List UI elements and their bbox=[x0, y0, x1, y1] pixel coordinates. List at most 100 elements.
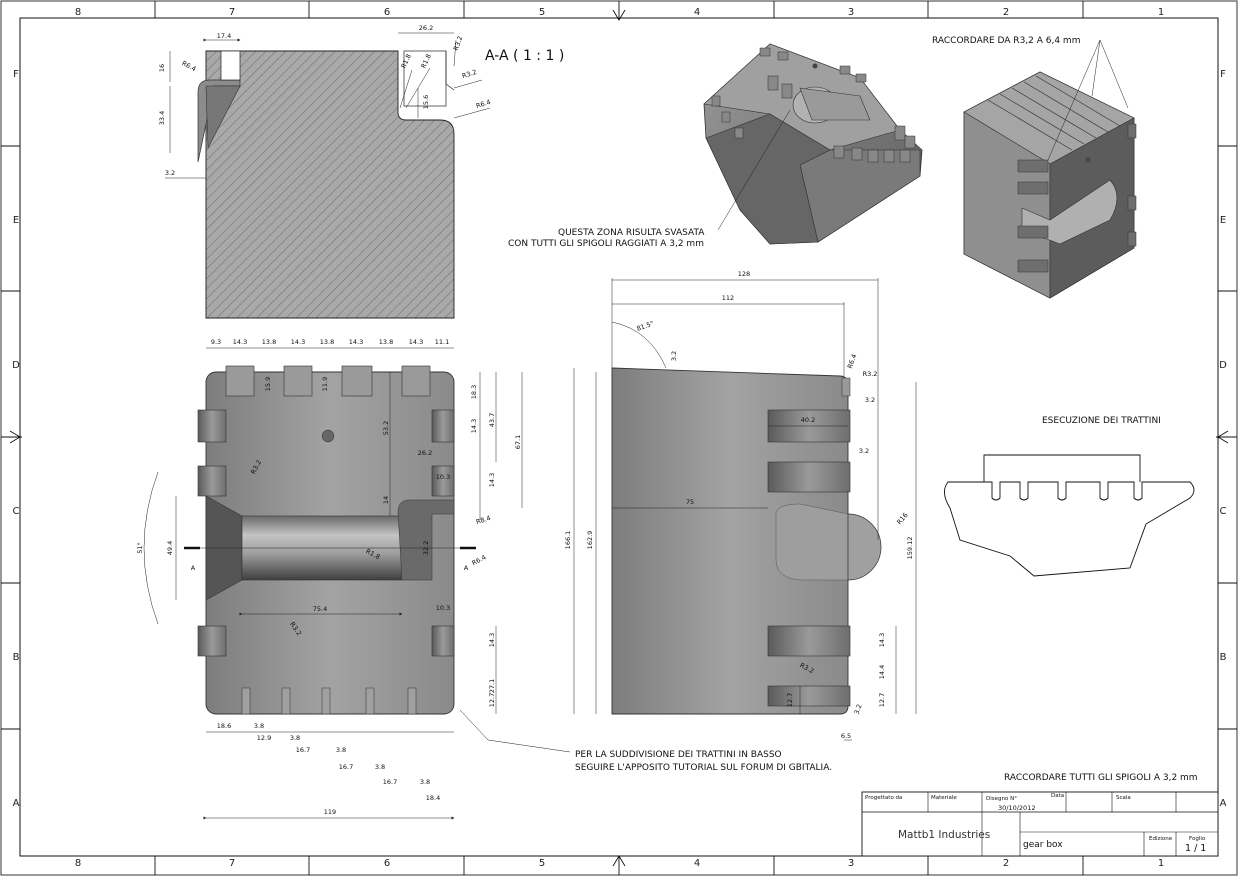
dim-label: 49.4 bbox=[166, 541, 174, 555]
section-view: 17.4 16 R6.4 33.4 3.2 26.2 R1.8 R1.8 R3.… bbox=[158, 24, 564, 319]
dim-label: 10.3 bbox=[436, 473, 450, 481]
dim-label: 14.3 bbox=[470, 419, 478, 433]
dim-label: 13.8 bbox=[379, 338, 393, 346]
dim-label: 27.1 bbox=[488, 679, 496, 693]
dim-label: 13.8 bbox=[320, 338, 334, 346]
materiale-label: Materiale bbox=[931, 795, 957, 801]
dim-label: 119 bbox=[324, 808, 336, 816]
dim-label: 162.9 bbox=[586, 531, 594, 550]
dim-label: R6.4 bbox=[181, 59, 198, 73]
dim-label: 3.2 bbox=[670, 351, 678, 361]
col-label: 1 bbox=[1158, 858, 1164, 869]
dim-label: 12.9 bbox=[257, 734, 271, 742]
dim-label: 9.3 bbox=[211, 338, 221, 346]
row-label: E bbox=[1220, 215, 1226, 226]
dim-label: 159.12 bbox=[906, 537, 914, 560]
dim-label: 18.6 bbox=[217, 722, 231, 730]
dim-label: 16.7 bbox=[296, 746, 310, 754]
dim-label: 14.3 bbox=[878, 633, 886, 647]
dim-label: 3.8 bbox=[420, 778, 430, 786]
col-label: 3 bbox=[848, 7, 854, 18]
row-label: A bbox=[13, 798, 20, 809]
dim-label: 15.9 bbox=[264, 377, 272, 391]
col-label: 1 bbox=[1158, 7, 1164, 18]
dim-label: 18.4 bbox=[426, 794, 440, 802]
iso-view-1 bbox=[703, 43, 923, 245]
dim-label: 16.7 bbox=[383, 778, 397, 786]
part-name: gear box bbox=[1023, 840, 1063, 850]
dim-label: 3.2 bbox=[165, 169, 175, 177]
dim-label: 32.2 bbox=[422, 541, 430, 555]
dim-label: 3.2 bbox=[853, 703, 864, 715]
dim-label: 11.1 bbox=[435, 338, 449, 346]
dim-label: 40.2 bbox=[801, 416, 815, 424]
date-value: 30/10/2012 bbox=[998, 804, 1035, 812]
row-label: D bbox=[1219, 360, 1227, 371]
dim-label: 166.1 bbox=[564, 531, 572, 550]
col-label: 6 bbox=[384, 858, 390, 869]
dim-label: 17.4 bbox=[217, 32, 231, 40]
dim-label: 3.2 bbox=[865, 396, 875, 404]
dim-label: R6.4 bbox=[471, 553, 488, 567]
section-marker: A bbox=[191, 564, 196, 572]
section-title: A-A ( 1 : 1 ) bbox=[485, 48, 564, 64]
side-view: 128 112 81.5° 3.2 R6.4 R3.2 3.2 40.2 3.2… bbox=[564, 270, 917, 741]
dim-label: 3.8 bbox=[290, 734, 300, 742]
trattini-detail: ESECUZIONE DEI TRATTINI bbox=[944, 416, 1195, 577]
row-label: A bbox=[1220, 798, 1227, 809]
dim-label: 3.8 bbox=[375, 763, 385, 771]
iso-view-2 bbox=[963, 71, 1137, 299]
dim-label: 51° bbox=[136, 542, 144, 554]
dim-label: 43.7 bbox=[488, 413, 496, 427]
dim-label: R16 bbox=[895, 511, 909, 526]
dim-label: 26.2 bbox=[418, 449, 432, 457]
row-label: B bbox=[1220, 652, 1227, 663]
row-label: F bbox=[1220, 69, 1226, 80]
dim-label: 12.7 bbox=[786, 693, 794, 707]
dim-label: R8.4 bbox=[475, 514, 492, 526]
col-label: 4 bbox=[694, 7, 700, 18]
foglio-value: 1 / 1 bbox=[1185, 843, 1206, 854]
col-label: 5 bbox=[539, 7, 545, 18]
dim-label: 67.1 bbox=[514, 435, 522, 449]
dim-label: 16.7 bbox=[339, 763, 353, 771]
leader-lines bbox=[459, 39, 1129, 753]
row-label: E bbox=[13, 215, 19, 226]
title-block: Progettato da Materiale Disegno N° Data … bbox=[861, 791, 1219, 857]
row-label: D bbox=[12, 360, 20, 371]
note-suddivisione-2: SEGUIRE L'APPOSITO TUTORIAL SUL FORUM DI… bbox=[575, 763, 832, 773]
dim-label: 6.5 bbox=[841, 732, 851, 740]
scala-label: Scala bbox=[1116, 795, 1131, 801]
dim-label: 75 bbox=[686, 498, 694, 506]
dim-label: 14.4 bbox=[878, 665, 886, 679]
col-label: 5 bbox=[539, 858, 545, 869]
col-label: 7 bbox=[229, 858, 235, 869]
foglio-label: Foglio bbox=[1189, 836, 1206, 842]
note-raccordare-all: RACCORDARE TUTTI GLI SPIGOLI A 3,2 mm bbox=[1004, 773, 1198, 783]
dim-label: 15.6 bbox=[422, 95, 430, 109]
dim-label: 13.8 bbox=[262, 338, 276, 346]
col-label: 8 bbox=[75, 7, 81, 18]
dim-label: 14.3 bbox=[349, 338, 363, 346]
row-label: F bbox=[13, 69, 19, 80]
trattini-title: ESECUZIONE DEI TRATTINI bbox=[1042, 416, 1161, 426]
dim-label: R3.2 bbox=[461, 68, 478, 80]
row-label: B bbox=[13, 652, 20, 663]
dim-label: 53.2 bbox=[382, 421, 390, 435]
note-raccordare: RACCORDARE DA R3,2 A 6,4 mm bbox=[932, 36, 1080, 46]
dim-label: R3.2 bbox=[863, 370, 878, 378]
row-label: C bbox=[1220, 506, 1227, 517]
dim-label: 3.8 bbox=[254, 722, 264, 730]
note-svasata-1: QUESTA ZONA RISULTA SVASATA bbox=[558, 228, 705, 238]
dim-label: R6.4 bbox=[846, 353, 859, 370]
dim-label: 11.9 bbox=[321, 377, 329, 391]
col-label: 2 bbox=[1003, 858, 1009, 869]
dim-label: 14.3 bbox=[488, 473, 496, 487]
dim-label: 12.7 bbox=[878, 693, 886, 707]
col-label: 8 bbox=[75, 858, 81, 869]
dim-label: 33.4 bbox=[158, 111, 166, 125]
col-label: 7 bbox=[229, 7, 235, 18]
dim-label: 12.7 bbox=[488, 693, 496, 707]
